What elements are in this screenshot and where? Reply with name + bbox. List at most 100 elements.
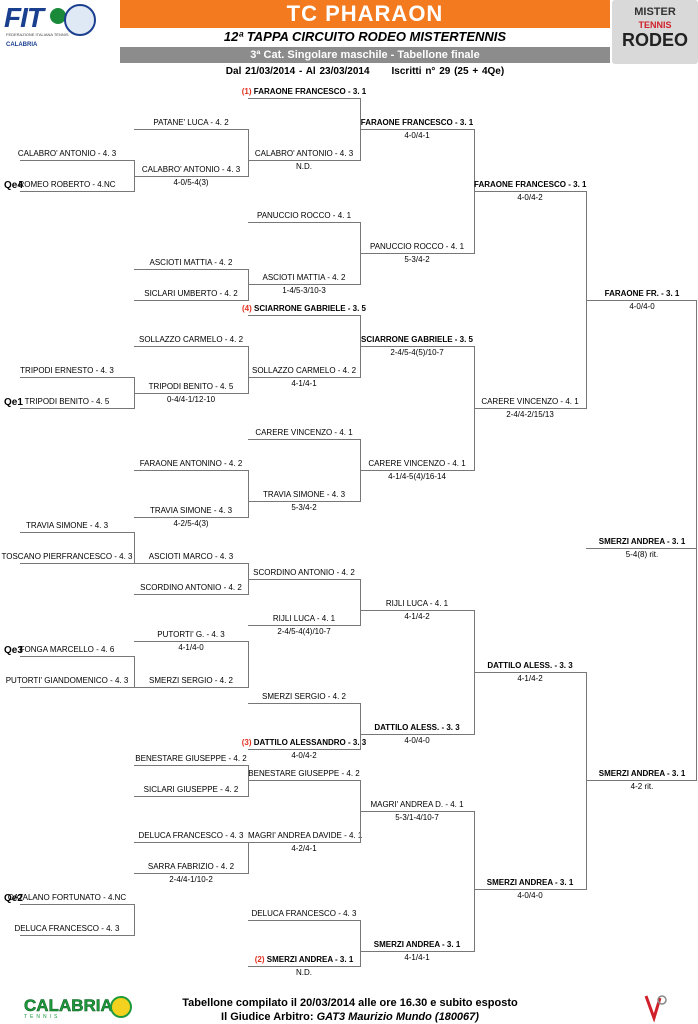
match-score: 4-1/4-1 (404, 952, 430, 962)
match-score: 5-3/1-4/10-7 (395, 813, 439, 822)
player-entry: (1) FARAONE FRANCESCO - 3. 1 (238, 87, 370, 97)
bracket-line (248, 780, 360, 781)
bracket-line (360, 811, 474, 812)
player-entry: SMERZI SERGIO - 4. 2 (261, 691, 346, 701)
footer-referee-line: Il Giudice Arbitro: GAT3 Maurizio Mundo … (221, 1011, 479, 1023)
entries-count: Iscritti n° 29 (25 + 4Qe) (391, 66, 505, 77)
match-score: 2-4/4-2/15/13 (506, 410, 554, 419)
bracket-line (134, 175, 248, 177)
bracket-line (134, 299, 248, 301)
player-entry: ASCIOTI MATTIA - 4. 2 (262, 273, 346, 282)
bracket-line (586, 780, 697, 781)
bracket-line (134, 656, 135, 688)
player-entry: SARRA FABRIZIO - 4. 2 (147, 862, 235, 871)
bracket-line (248, 222, 360, 223)
player-entry: PANUCCIO ROCCO - 4. 1 (256, 211, 352, 220)
bracket-line (134, 764, 248, 766)
player-entry: PUTORTI' GIANDOMENICO - 4. 3 (5, 676, 129, 685)
player-entry: TRAVIA SIMONE - 4. 3 (262, 490, 346, 499)
match-score: 4-0/4-2 (517, 193, 543, 202)
qualifier-label: Qe3 (4, 645, 23, 656)
match-score: 5-3/4-2 (291, 503, 317, 512)
player-entry: TRAVIA SIMONE - 4. 3 (25, 521, 109, 530)
bracket-line (248, 129, 249, 177)
bracket-line (134, 594, 248, 595)
player-entry: FONGA MARCELLO - 4. 6 (19, 645, 115, 654)
bracket-line (134, 392, 248, 394)
match-score: 4-0/4-0 (404, 735, 430, 745)
qualifier-label: Qe4 (4, 180, 23, 191)
player-entry: TOSCANO PIERFRANCESCO - 4. 3 (1, 552, 133, 561)
bracket-line (20, 191, 134, 192)
match-score: 2-4/4-1/10-2 (169, 875, 213, 884)
qualifier-label: Qe2 (4, 893, 23, 904)
footer-notice: Tabellone compilato il 20/03/2014 alle o… (150, 996, 550, 1024)
fit-region-text: CALABRIA (6, 42, 38, 48)
player-entry: FARAONE ANTONINO - 4. 2 (139, 459, 243, 468)
bracket-line (20, 160, 134, 161)
player-entry: SICLARI UMBERTO - 4. 2 (144, 288, 238, 298)
match-score: 0-4/4-1/12-10 (166, 394, 216, 404)
bracket-line (696, 299, 697, 781)
player-entry: CARERE VINCENZO - 4. 1 (481, 397, 579, 406)
match-score: 4-0/4-0 (629, 301, 655, 311)
bracket-line (134, 795, 248, 797)
player-entry: SMERZI SERGIO - 4. 2 (148, 676, 233, 685)
bracket-line (248, 470, 249, 518)
qualifier-label: Qe1 (4, 397, 23, 408)
player-entry: (4) SCIARRONE GABRIELE - 3. 5 (238, 304, 370, 314)
bracket-line (248, 501, 360, 502)
fit-federation-text: FEDERAZIONE ITALIANA TENNIS (6, 32, 69, 37)
federation-seal-icon (64, 4, 96, 36)
bracket-line (474, 191, 586, 192)
bracket-line (248, 842, 249, 874)
match-score: 4-0/4-1 (404, 131, 430, 140)
match-score: 4-1/4-2 (404, 611, 430, 621)
player-entry: TRIPODI BENITO - 4. 5 (24, 397, 110, 406)
footer-compiled-line: Tabellone compilato il 20/03/2014 alle o… (182, 997, 518, 1009)
player-entry: DATTILO ALESS. - 3. 3 (374, 722, 460, 732)
bracket-line (134, 470, 248, 471)
player-name: FARAONE FRANCESCO - 3. 1 (253, 87, 367, 96)
bracket-line (248, 160, 360, 161)
bracket-line (248, 578, 360, 580)
seed-number: (2) (254, 955, 267, 964)
player-entry: BENESTARE GIUSEPPE - 4. 2 (248, 769, 360, 778)
bracket-line (360, 253, 474, 254)
tournament-subtitle: 12ª TAPPA CIRCUITO RODEO MISTERTENNIS (223, 29, 507, 44)
player-entry: RIJLI LUCA - 4. 1 (385, 598, 449, 608)
match-score: 4-1/4-0 (178, 642, 204, 652)
player-entry: ASCIOTI MARCO - 4. 3 (148, 552, 234, 561)
bracket-line (248, 284, 360, 285)
player-entry: SMERZI ANDREA - 3. 1 (373, 939, 461, 949)
bracket-line (360, 578, 361, 626)
bracket-line (360, 346, 474, 347)
player-entry: MAGRI' ANDREA DAVIDE - 4. 1 (248, 831, 363, 840)
bracket-line (248, 315, 360, 316)
bracket-line (586, 547, 696, 549)
player-entry: DATTILO ALESS. - 3. 3 (487, 660, 573, 670)
referee-name: GAT3 Maurizio Mundo (180067) (316, 1011, 479, 1023)
bracket-line (360, 470, 474, 471)
bracket-line (20, 408, 134, 409)
player-entry: BENESTARE GIUSEPPE - 4. 2 (135, 753, 247, 763)
bracket-line (474, 408, 586, 409)
player-entry: SOLLAZZO CARMELO - 4. 2 (251, 366, 357, 375)
bracket-line (134, 563, 248, 564)
player-entry: TRAVIA SIMONE - 4. 3 (149, 505, 233, 515)
bracket-line (360, 609, 474, 611)
bracket-line (20, 563, 134, 564)
match-score: 1-4/5-3/10-3 (282, 286, 326, 295)
rodeo-logo-line2: TENNIS (638, 20, 672, 30)
player-entry: SCORDINO ANTONIO - 4. 2 (140, 583, 242, 592)
seed-number: (4) (241, 304, 254, 313)
bracket-line (360, 950, 474, 952)
player-entry: PATANE' LUCA - 4. 2 (153, 118, 229, 127)
category-bar: 3ª Cat. Singolare maschile - Tabellone f… (120, 47, 610, 63)
player-entry: MAGRI' ANDREA D. - 4. 1 (370, 800, 464, 809)
bracket-line (134, 268, 248, 270)
bracket-line (248, 625, 360, 626)
match-score: 4-0/5-4(3) (173, 177, 209, 187)
bracket-line (248, 919, 360, 921)
